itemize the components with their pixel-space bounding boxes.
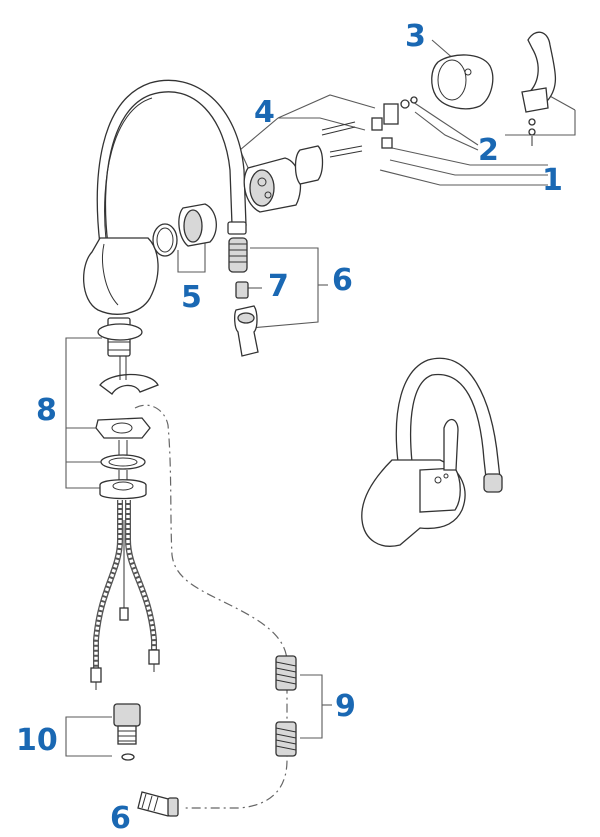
- callout-6-bottom: 6: [110, 801, 131, 836]
- callout-6-top: 6: [332, 263, 353, 298]
- sleeve-part: [431, 54, 494, 110]
- lever-handle-parts: [371, 31, 557, 149]
- callout-7: 7: [268, 269, 289, 304]
- spray-head-parts: [234, 281, 259, 357]
- callout-labels: 1 2 3 4 5 6 7 8 9 10 6: [16, 19, 563, 836]
- retaining-ring-parts: [152, 203, 217, 257]
- cartridge-group: [243, 121, 363, 213]
- leader-lines: [65, 39, 576, 757]
- callout-2: 2: [478, 133, 499, 168]
- callout-9: 9: [335, 689, 356, 724]
- mounting-hardware: [95, 356, 159, 500]
- check-valve: [113, 703, 141, 761]
- hose-end-connector: [137, 791, 179, 817]
- callout-3: 3: [405, 19, 426, 54]
- hose-weights: [275, 655, 297, 757]
- pull-out-hose-path: [134, 404, 288, 809]
- callout-10: 10: [16, 723, 58, 758]
- callout-1: 1: [542, 163, 563, 198]
- faucet-body-exploded: [82, 79, 248, 357]
- supply-hoses: [90, 500, 160, 690]
- callout-5: 5: [181, 280, 202, 315]
- callout-8: 8: [36, 393, 57, 428]
- assembled-faucet-view: [361, 357, 503, 547]
- callout-4: 4: [254, 95, 275, 130]
